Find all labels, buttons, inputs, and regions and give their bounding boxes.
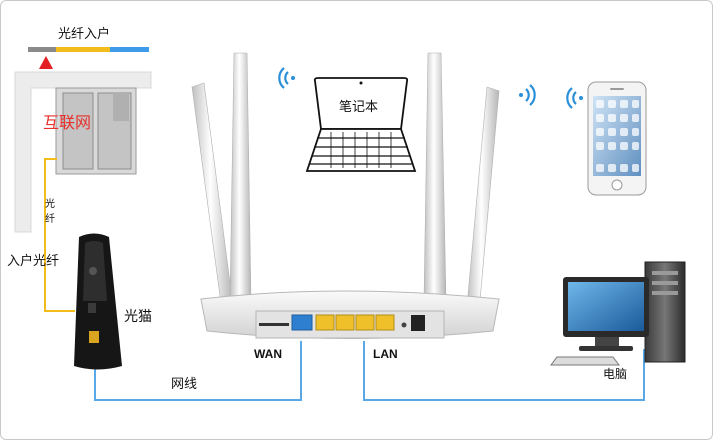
fiber-entry-label: 光纤入户: [58, 27, 111, 42]
modem-label: 光猫: [124, 309, 152, 325]
bar-gray-segment: [28, 47, 56, 52]
wifi-signal-icon: [278, 67, 583, 109]
fiber-cable-line: [44, 158, 75, 312]
optical-modem-icon: [74, 233, 122, 370]
fiber-entry-bar: [28, 47, 149, 69]
bar-yellow-segment: [56, 47, 110, 52]
computer-label: 电脑: [603, 367, 628, 381]
lan-cable-line: [363, 341, 645, 401]
bar-blue-segment: [110, 47, 149, 52]
laptop-icon: [305, 77, 417, 172]
entry-arrow-icon: [39, 56, 53, 69]
wan-cable-line: [94, 341, 302, 401]
network-cable-label: 网线: [171, 377, 198, 392]
router-lan-port-1-icon: [315, 314, 335, 331]
wan-label: WAN: [254, 347, 282, 361]
fiber-vertical-label: 光纤: [45, 199, 55, 225]
router-wan-port-icon: [291, 314, 313, 331]
laptop-label: 笔记本: [339, 100, 379, 115]
router-antennas: [191, 52, 500, 312]
desktop-computer-icon: [550, 261, 686, 366]
watermark-label: 互联网: [43, 113, 92, 132]
router-lan-port-2-icon: [335, 314, 355, 331]
home-fiber-label: 入户光纤: [7, 254, 60, 269]
wireless-router-icon: [200, 290, 500, 339]
router-lan-port-3-icon: [355, 314, 375, 331]
smartphone-icon: [587, 81, 647, 196]
lan-label: LAN: [373, 347, 398, 361]
fiber-wall-box-icon: [55, 87, 137, 175]
wall-outline: [14, 71, 152, 233]
router-lan-port-4-icon: [375, 314, 395, 331]
